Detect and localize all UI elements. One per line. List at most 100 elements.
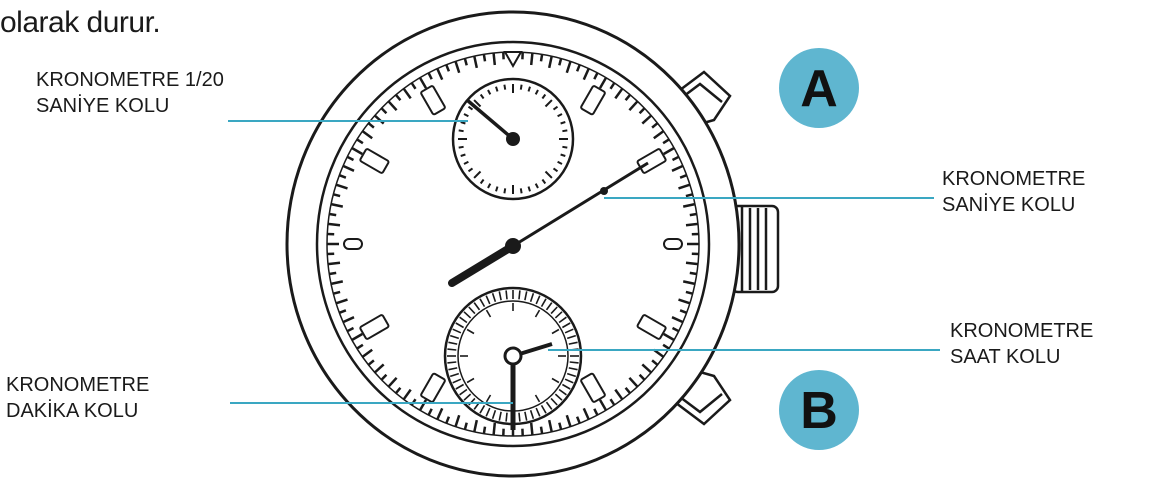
dial-tick [356, 343, 364, 350]
dial-tick [330, 280, 344, 286]
subdial-tick [458, 129, 464, 133]
dial-tick [641, 363, 653, 374]
dial-tick [609, 82, 616, 90]
subdial-tick [487, 183, 492, 189]
dial-tick [529, 52, 534, 66]
dial-tick [373, 363, 385, 374]
subdial-tick [473, 302, 481, 311]
dial-ticks [327, 52, 699, 436]
label-hour-hand: KRONOMETRE SAAT KOLU [950, 318, 1093, 370]
hour-marker [580, 372, 606, 403]
subdial-tick [459, 316, 468, 324]
dial-tick [638, 373, 646, 381]
subdial-tick [540, 298, 547, 307]
dial-tick [624, 93, 632, 102]
subdial-tick [562, 129, 568, 133]
dial-tick [558, 58, 563, 66]
subdial-tick [452, 328, 462, 334]
label-minute-hand-line2: DAKİKA KOLU [6, 400, 139, 422]
dial-tick [547, 419, 553, 433]
subdial-inner-tick [551, 377, 560, 384]
dial-tick [593, 408, 599, 416]
dial-tick [653, 130, 665, 140]
subdial-tick [495, 186, 499, 192]
dial-tick [651, 359, 659, 366]
subdial-tick [479, 178, 485, 185]
subdial-tick [449, 334, 460, 340]
leader-lines [228, 120, 940, 404]
dial-tick [367, 359, 375, 366]
subdial-inner-tick [551, 328, 560, 335]
subdial-tick [535, 295, 541, 305]
hour-marker [420, 85, 446, 116]
dial-tick [473, 419, 479, 433]
subdial-tick [479, 298, 486, 307]
subdial-tick [529, 292, 535, 303]
dial-tick [685, 193, 694, 198]
subdial-tick [560, 153, 566, 157]
subdial-tick [558, 316, 567, 324]
dial-tick [682, 280, 696, 286]
subdial-tick [568, 367, 578, 371]
dial-tick [454, 414, 461, 427]
dial-tick [373, 114, 385, 125]
subdial-tick [545, 401, 553, 410]
dial-tick [346, 155, 355, 162]
dial-tick [565, 61, 572, 74]
subdial-inner-tick [534, 309, 541, 318]
subdial-tick [569, 361, 579, 364]
dial-tick [402, 87, 412, 100]
dial-tick [671, 326, 680, 333]
subdial-tick [448, 367, 458, 371]
subdial-tick [554, 311, 563, 319]
dial-tick [335, 183, 348, 190]
dial-tick [482, 426, 487, 434]
subdial-tick [545, 302, 553, 311]
dial-tick [685, 222, 699, 227]
dial-tick [671, 155, 680, 162]
label-second-hand: KRONOMETRE SANİYE KOLU [942, 166, 1085, 218]
subdial-tick [557, 113, 563, 118]
twelve-marker [503, 51, 523, 69]
label-second-hand-line1: KRONOMETRE [942, 168, 1086, 190]
label-tenth-second-hand-line2: SANİYE KOLU [36, 95, 170, 117]
subdial-tick [463, 311, 472, 319]
label-second-hand-line2: SANİYE KOLU [942, 194, 1076, 216]
subdial-tick [568, 341, 578, 345]
button-b-letter: B [800, 382, 838, 440]
dial-tick [682, 202, 696, 208]
subdial-tick [458, 145, 464, 149]
subdial-tick [566, 372, 577, 378]
dial-tick [662, 138, 670, 145]
subdial-hour-minute [443, 286, 583, 430]
subdial-tick [552, 167, 559, 173]
dial-tick [671, 316, 684, 324]
dial-tick [582, 407, 590, 420]
subdial-tick [560, 121, 566, 125]
tenth-second-pivot [506, 132, 520, 146]
subdial-tick [449, 372, 460, 378]
dial-tick [332, 290, 341, 295]
subdial-inner-tick [485, 394, 492, 403]
subdial-tick [463, 393, 472, 401]
dial-tick [445, 416, 451, 424]
dial-tick [663, 146, 675, 156]
subdial-tick [527, 186, 531, 192]
subdial-tick [503, 188, 507, 194]
hour-marker [636, 314, 667, 340]
dial-tick [539, 54, 544, 62]
dial-tick [356, 138, 364, 145]
dial-tick [394, 386, 402, 395]
subdial-tick [473, 170, 482, 179]
subdial-tick [564, 378, 574, 384]
subdial-tick [505, 290, 508, 300]
hour-marker [343, 238, 363, 250]
dial-tick [367, 122, 375, 129]
dial-tick [663, 332, 675, 342]
dial-tick [628, 100, 639, 112]
subdial-tick [544, 170, 553, 179]
dial-tick [387, 376, 398, 388]
subdial-tick [550, 397, 558, 406]
dial-tick [329, 212, 337, 217]
subdial-tick [524, 411, 528, 421]
